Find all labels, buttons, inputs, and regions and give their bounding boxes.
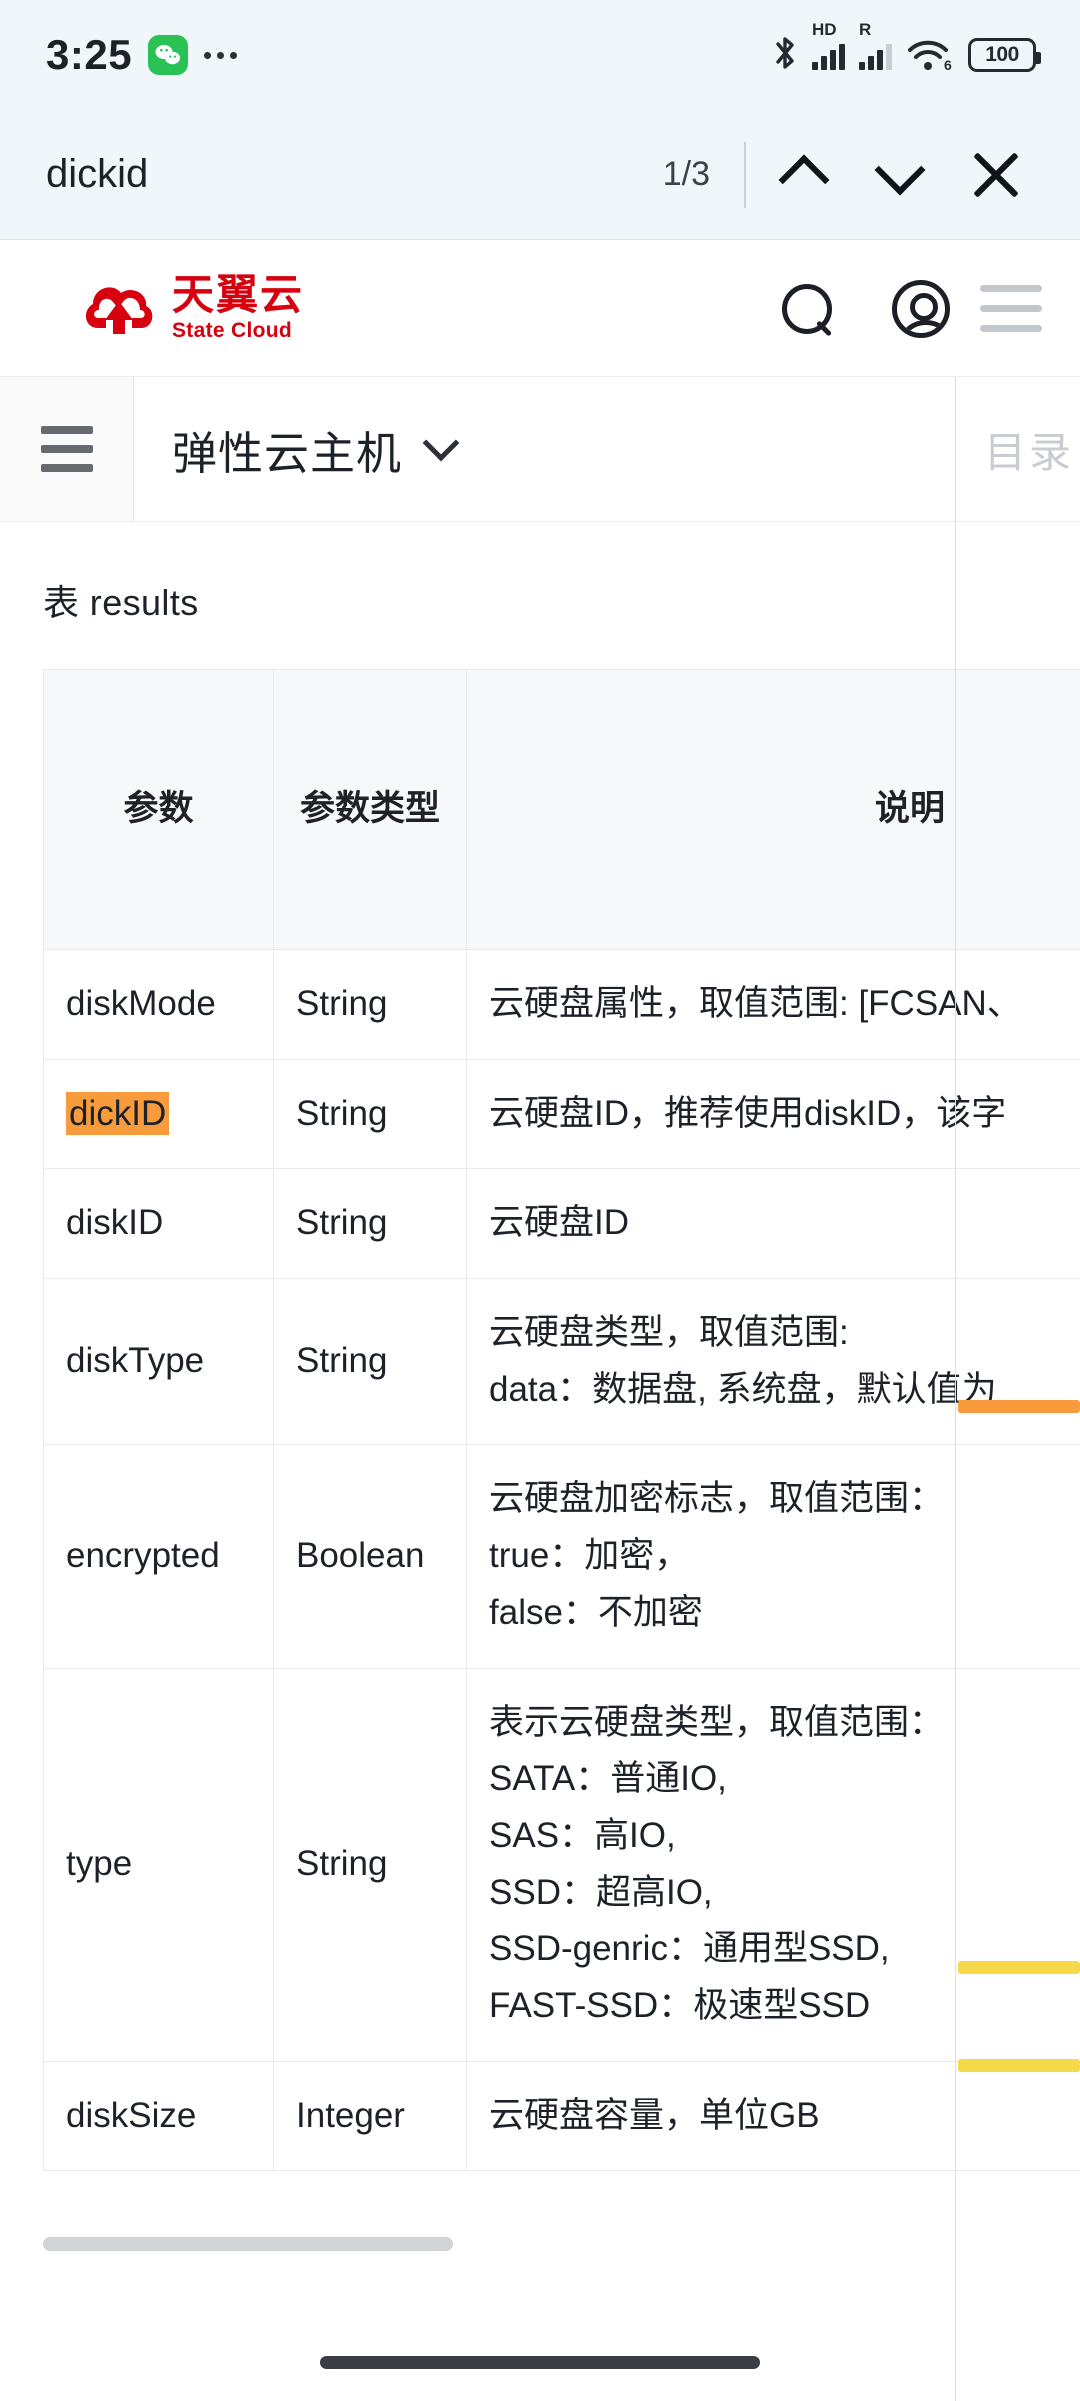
battery-level: 100: [985, 43, 1019, 66]
header-actions: [782, 240, 950, 377]
chevron-up-icon: [778, 154, 830, 205]
table-horizontal-scrollbar[interactable]: [43, 2237, 1080, 2251]
status-bar-left: 3:25: [46, 31, 238, 79]
chevron-down-icon: [874, 144, 926, 195]
cell-type: String: [273, 1058, 467, 1170]
wechat-icon: [148, 35, 189, 75]
cell-type: String: [273, 1168, 467, 1280]
header-hamburger-menu-icon[interactable]: [980, 240, 1042, 377]
find-next-button[interactable]: [852, 127, 948, 223]
cell-param: encrypted: [43, 1444, 274, 1669]
nav-product-label: 弹性云主机: [172, 427, 403, 479]
logo-title-cn: 天翼云: [172, 270, 305, 318]
table-row: encrypted Boolean 云硬盘加密标志，取值范围： true：加密，…: [43, 1444, 1080, 1669]
find-match-counter: 1/3: [662, 155, 710, 193]
cell-desc: 云硬盘加密标志，取值范围： true：加密， false：不加密: [466, 1444, 1080, 1669]
table-row: diskSize Integer 云硬盘容量，单位GB: [43, 2060, 1080, 2172]
account-icon[interactable]: [892, 279, 950, 338]
results-table: 参数 参数类型 说明 diskMode String 云硬盘属性，取值范围: […: [43, 669, 1080, 2172]
table-caption: 表 results: [43, 582, 199, 623]
table-row: diskType String 云硬盘类型，取值范围: data：数据盘, 系统…: [43, 1278, 1080, 1446]
table-body: diskMode String 云硬盘属性，取值范围: [FCSAN、 dick…: [43, 949, 1080, 2172]
chevron-down-icon: [422, 424, 460, 462]
cell-type: Boolean: [273, 1444, 467, 1669]
scrollbar-thumb[interactable]: [43, 2237, 453, 2251]
cell-param: diskSize: [43, 2060, 274, 2172]
column-header-type: 参数类型: [273, 669, 467, 950]
search-match-highlight: dickID: [66, 1091, 170, 1135]
cell-desc: 云硬盘ID: [466, 1168, 1080, 1280]
logo-text: 天翼云 State Cloud: [172, 270, 305, 343]
more-dots-icon: [204, 51, 238, 59]
find-divider: [744, 141, 746, 208]
find-close-button[interactable]: [948, 127, 1044, 223]
cell-desc: 表示云硬盘类型，取值范围： SATA：普通IO, SAS：高IO, SSD：超高…: [466, 1667, 1080, 2062]
site-header: 天翼云 State Cloud: [0, 240, 1080, 377]
cell-param: type: [43, 1667, 274, 2062]
cloud-logo-icon: [80, 276, 158, 340]
wifi6-icon: 6: [906, 37, 954, 73]
search-icon[interactable]: [782, 283, 832, 334]
table-row: diskMode String 云硬盘属性，取值范围: [FCSAN、: [43, 949, 1080, 1060]
nav-product-selector[interactable]: 弹性云主机: [134, 377, 1080, 521]
cell-type: String: [273, 1667, 467, 2062]
close-icon: [973, 152, 1019, 198]
cell-type: Integer: [273, 2060, 467, 2172]
battery-icon: 100: [968, 38, 1041, 72]
nav-hamburger-menu-icon[interactable]: [0, 426, 133, 472]
column-header-desc: 说明: [466, 669, 1080, 950]
doc-content: 表 results 参数 参数类型 说明 diskMode String 云硬盘…: [0, 522, 1080, 2172]
doc-nav-bar: 弹性云主机: [0, 377, 1080, 522]
cell-param: diskID: [43, 1168, 274, 1280]
cell-desc: 云硬盘类型，取值范围: data：数据盘, 系统盘，默认值为: [466, 1278, 1080, 1446]
cell-type: String: [273, 1278, 467, 1446]
signal-hd-icon: HD: [812, 21, 845, 70]
status-bar: 3:25 HD R: [0, 0, 1080, 110]
logo-title-en: State Cloud: [172, 319, 292, 343]
cell-param: diskType: [43, 1278, 274, 1446]
cell-desc: 云硬盘容量，单位GB: [466, 2060, 1080, 2172]
site-logo[interactable]: 天翼云 State Cloud: [80, 270, 305, 343]
home-indicator[interactable]: [320, 2356, 760, 2369]
web-page: 天翼云 State Cloud 弹性云主机 表 results 参数: [0, 240, 1080, 2401]
table-row: dickID String 云硬盘ID，推荐使用diskID，该字: [43, 1058, 1080, 1170]
cell-desc: 云硬盘ID，推荐使用diskID，该字: [466, 1058, 1080, 1170]
cell-desc: 云硬盘属性，取值范围: [FCSAN、: [466, 949, 1080, 1060]
find-query-input[interactable]: dickid: [46, 152, 149, 196]
column-header-param: 参数: [43, 669, 274, 950]
table-row: diskID String 云硬盘ID: [43, 1168, 1080, 1280]
scrollbar-track[interactable]: [43, 2237, 1080, 2251]
cell-param: dickID: [43, 1058, 274, 1170]
hd-label: HD: [812, 20, 837, 39]
signal-roaming-icon: R: [859, 21, 892, 70]
roaming-label: R: [859, 20, 872, 39]
bluetooth-icon: [772, 34, 798, 77]
table-row: type String 表示云硬盘类型，取值范围： SATA：普通IO, SAS…: [43, 1667, 1080, 2062]
cell-param: diskMode: [43, 949, 274, 1060]
find-in-page-bar: dickid 1/3: [0, 110, 1080, 240]
svg-text:6: 6: [944, 57, 952, 73]
status-bar-right: HD R 6 100: [772, 21, 1041, 77]
table-header-row: 参数 参数类型 说明: [43, 669, 1080, 950]
nav-divider: [133, 377, 134, 521]
cell-type: String: [273, 949, 467, 1060]
find-prev-button[interactable]: [756, 127, 852, 223]
status-time: 3:25: [46, 31, 133, 78]
